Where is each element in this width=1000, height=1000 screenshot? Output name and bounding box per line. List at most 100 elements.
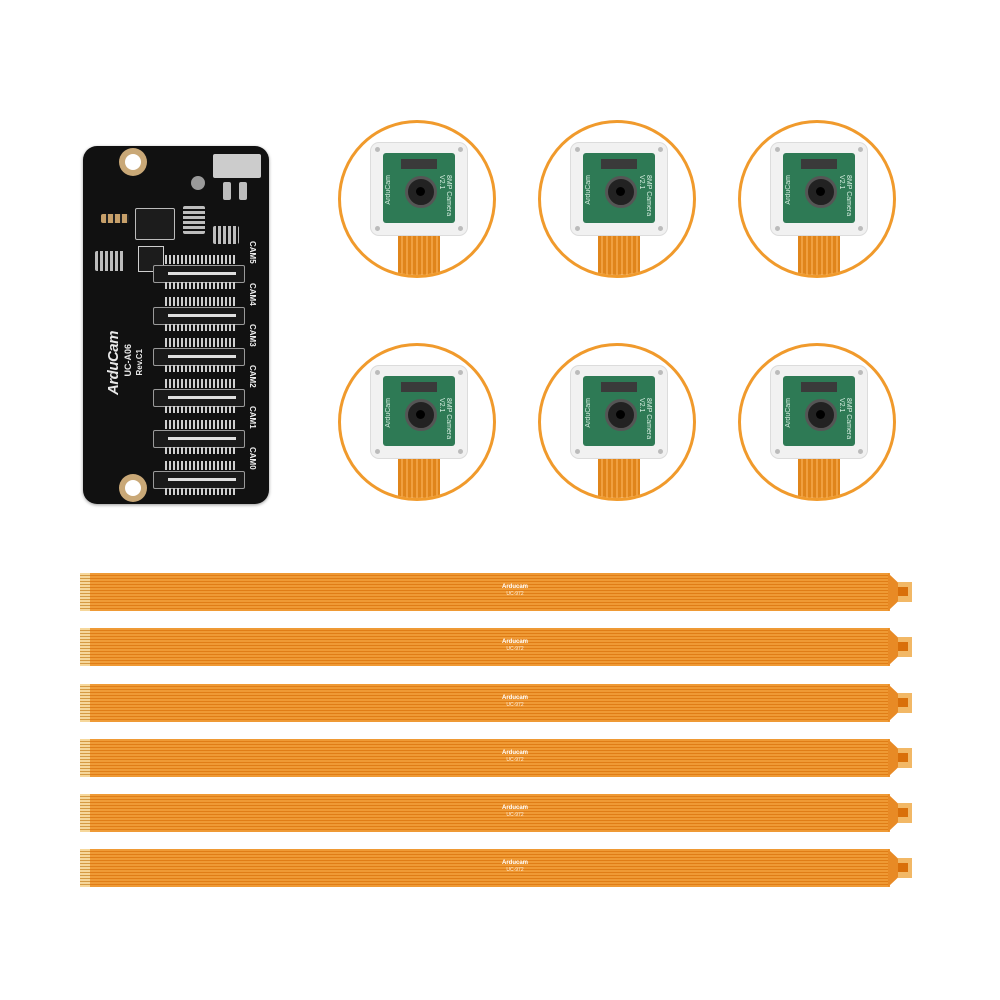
- camera-pcb: ArduCam 8MP Camera V2.1: [383, 376, 455, 446]
- ribbon-body: [90, 739, 890, 777]
- camera-case: ArduCam 8MP Camera V2.1: [771, 366, 867, 458]
- camera-pcb: ArduCam 8MP Camera V2.1: [383, 153, 455, 223]
- power-jack: [213, 154, 261, 178]
- mounting-hole-top: [119, 148, 147, 176]
- ribbon-connector-tab: [898, 693, 912, 713]
- camera-port-cam0: CAM0: [153, 447, 257, 497]
- camera-pcb: ArduCam 8MP Camera V2.1: [583, 153, 655, 223]
- ribbon-body: [90, 573, 890, 611]
- ribbon-contacts: [80, 739, 90, 777]
- capacitor: [191, 176, 205, 190]
- camera-pcb: ArduCam 8MP Camera V2.1: [783, 376, 855, 446]
- ribbon-model: UC-972: [506, 757, 524, 763]
- camera-module-2: ArduCam 8MP Camera V2.1: [538, 120, 696, 278]
- camera-module-4: ArduCam 8MP Camera V2.1: [338, 343, 496, 501]
- camera-case: ArduCam 8MP Camera V2.1: [571, 366, 667, 458]
- camera-brand: ArduCam: [785, 398, 792, 428]
- capacitor: [239, 182, 247, 200]
- ribbon-contacts: [80, 849, 90, 887]
- regulator: [135, 208, 175, 240]
- resistor-array: [101, 214, 129, 223]
- passive-components: [213, 226, 239, 244]
- camera-model: 8MP Camera V2.1: [438, 398, 452, 440]
- camera-module-5: ArduCam 8MP Camera V2.1: [538, 343, 696, 501]
- ribbon-brand: Arducam: [501, 639, 528, 645]
- lens-icon: [805, 176, 837, 208]
- camera-port-cam4: CAM4: [153, 283, 257, 333]
- ribbon-model: UC-972: [506, 591, 524, 597]
- ribbon-contacts: [80, 573, 90, 611]
- ribbon-body: [90, 684, 890, 722]
- port-label: CAM3: [248, 324, 257, 347]
- port-label: CAM1: [248, 406, 257, 429]
- camera-brand: ArduCam: [585, 398, 592, 428]
- camera-module-6: ArduCam 8MP Camera V2.1: [738, 343, 896, 501]
- camera-case: ArduCam 8MP Camera V2.1: [371, 366, 467, 458]
- ribbon-contacts: [80, 628, 90, 666]
- ribbon-contacts: [80, 684, 90, 722]
- camera-case: ArduCam 8MP Camera V2.1: [771, 143, 867, 235]
- lens-icon: [405, 176, 437, 208]
- camera-module-1: ArduCam 8MP Camera V2.1: [338, 120, 496, 278]
- port-label: CAM5: [248, 241, 257, 264]
- camera-ribbon: [598, 454, 640, 498]
- ribbon-connector-tab: [898, 858, 912, 878]
- port-label: CAM2: [248, 365, 257, 388]
- camera-brand: ArduCam: [385, 398, 392, 428]
- camera-ribbon: [798, 454, 840, 498]
- camera-port-cam2: CAM2: [153, 365, 257, 415]
- ribbon-model: UC-972: [506, 702, 524, 708]
- camera-multiplexer-board: ArduCam UC-A06 Rev.C1 CAM5 CAM4 CAM3 CAM…: [83, 146, 269, 504]
- camera-ribbon: [398, 454, 440, 498]
- ribbon-body: [90, 628, 890, 666]
- port-label: CAM0: [248, 447, 257, 470]
- camera-port-cam3: CAM3: [153, 324, 257, 374]
- ribbon-contacts: [80, 794, 90, 832]
- ribbon-model: UC-972: [506, 867, 524, 873]
- camera-brand: ArduCam: [385, 175, 392, 205]
- lens-icon: [805, 399, 837, 431]
- ribbon-model: UC-972: [506, 646, 524, 652]
- camera-model: 8MP Camera V2.1: [838, 175, 852, 217]
- board-model: UC-A06: [123, 344, 133, 377]
- ribbon-brand: Arducam: [501, 584, 528, 590]
- ribbon-brand: Arducam: [501, 860, 528, 866]
- ribbon-brand: Arducam: [501, 750, 528, 756]
- camera-model: 8MP Camera V2.1: [438, 175, 452, 217]
- camera-model: 8MP Camera V2.1: [638, 398, 652, 440]
- lens-icon: [605, 399, 637, 431]
- board-revision: Rev.C1: [135, 349, 144, 376]
- ribbon-connector-tab: [898, 582, 912, 602]
- camera-pcb: ArduCam 8MP Camera V2.1: [583, 376, 655, 446]
- camera-ribbon: [798, 231, 840, 275]
- camera-case: ArduCam 8MP Camera V2.1: [371, 143, 467, 235]
- mux-chip: [138, 246, 164, 272]
- camera-model: 8MP Camera V2.1: [638, 175, 652, 217]
- ribbon-connector-tab: [898, 637, 912, 657]
- camera-brand: ArduCam: [585, 175, 592, 205]
- camera-port-cam1: CAM1: [153, 406, 257, 456]
- camera-pcb: ArduCam 8MP Camera V2.1: [783, 153, 855, 223]
- camera-ribbon: [598, 231, 640, 275]
- capacitor: [223, 182, 231, 200]
- ribbon-brand: Arducam: [501, 695, 528, 701]
- camera-brand: ArduCam: [785, 175, 792, 205]
- ribbon-brand: Arducam: [501, 805, 528, 811]
- camera-case: ArduCam 8MP Camera V2.1: [571, 143, 667, 235]
- ribbon-connector-tab: [898, 803, 912, 823]
- port-label: CAM4: [248, 283, 257, 306]
- lens-icon: [405, 399, 437, 431]
- ribbon-model: UC-972: [506, 812, 524, 818]
- ribbon-connector-tab: [898, 748, 912, 768]
- mounting-hole-bottom: [119, 474, 147, 502]
- ribbon-body: [90, 849, 890, 887]
- camera-module-3: ArduCam 8MP Camera V2.1: [738, 120, 896, 278]
- board-brand: ArduCam: [105, 331, 122, 396]
- passive-components: [183, 206, 205, 234]
